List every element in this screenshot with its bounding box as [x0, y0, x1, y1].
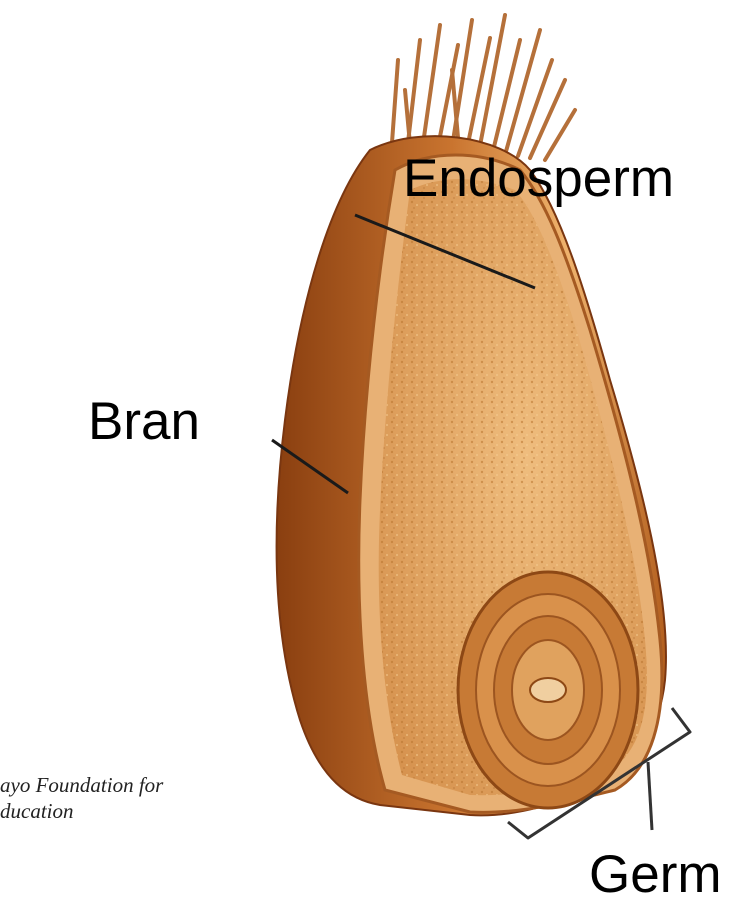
bran-label: Bran [88, 395, 200, 448]
germ-label: Germ [589, 848, 722, 901]
image-credit-line1: ayo Foundation for [0, 775, 163, 796]
germ-bracket-stem [648, 762, 652, 830]
endosperm-label: Endosperm [403, 152, 674, 205]
image-credit-line2: ducation [0, 801, 74, 822]
germ-embryo [458, 572, 638, 808]
